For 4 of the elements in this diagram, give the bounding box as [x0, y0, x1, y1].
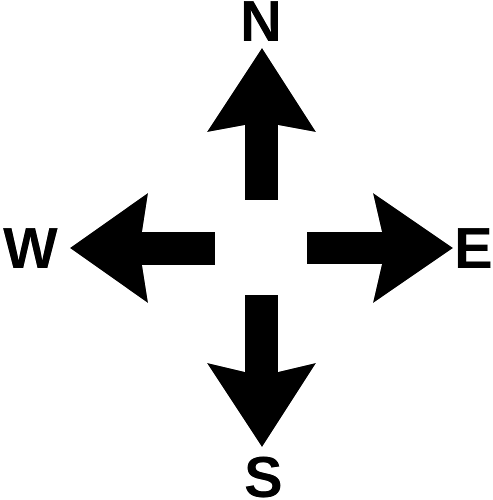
compass-letter: E — [454, 227, 493, 270]
compass-letter: N — [240, 0, 282, 44]
compass-letter: S — [244, 456, 283, 500]
compass-letter: W — [3, 227, 58, 270]
